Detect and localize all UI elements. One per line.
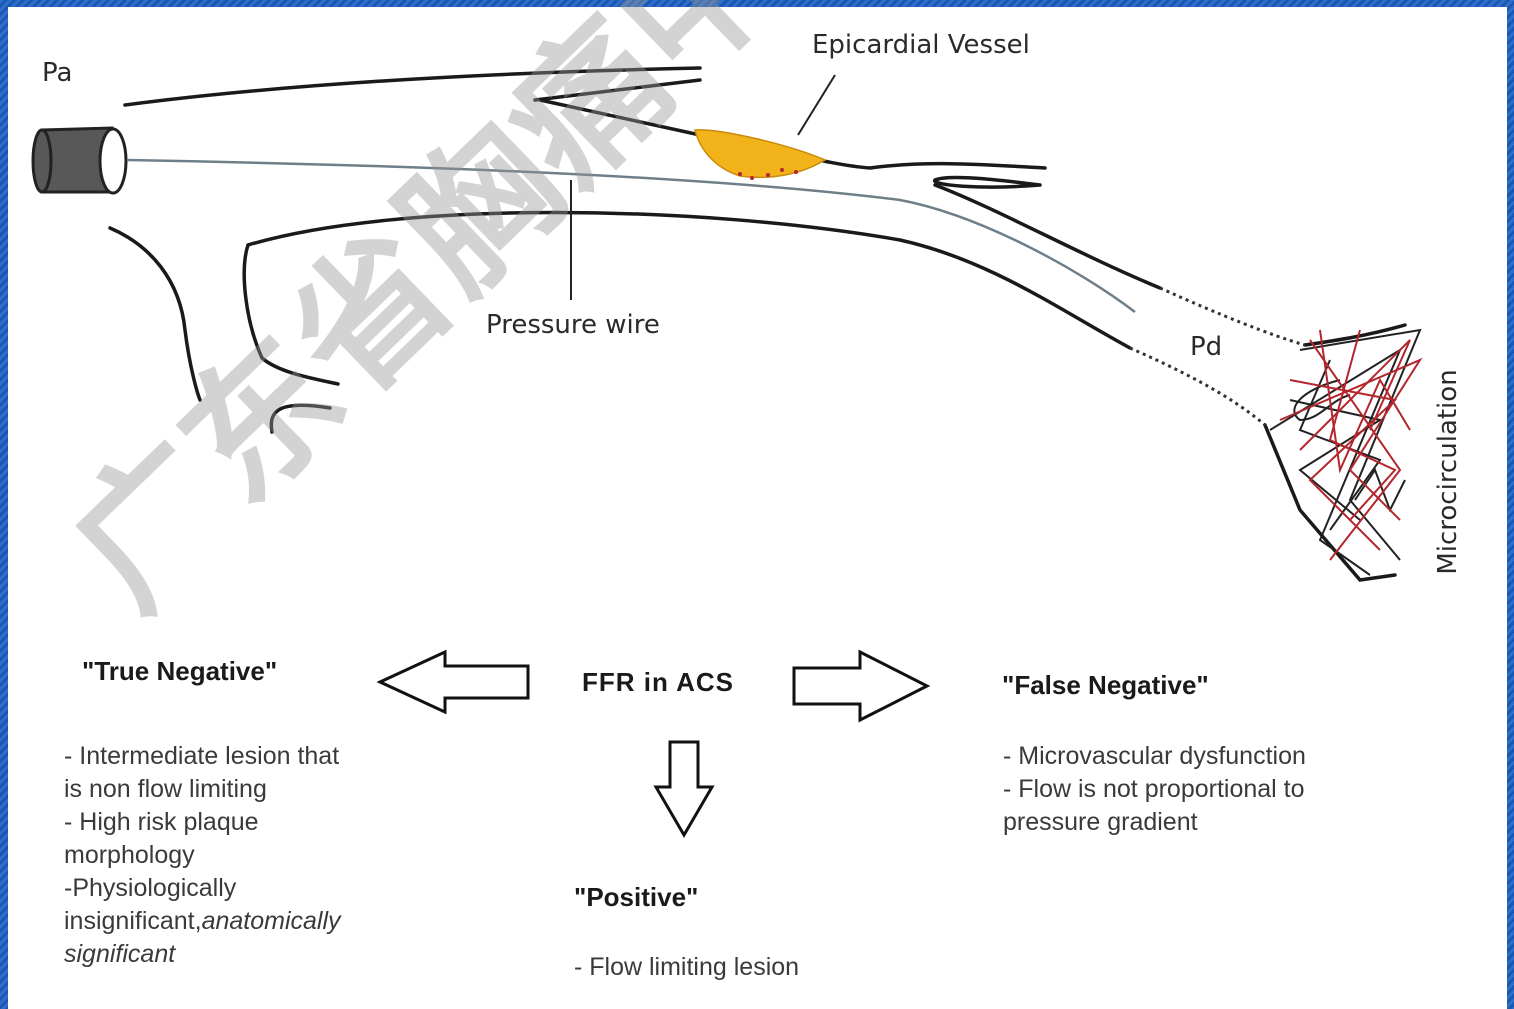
false-negative-description: - Microvascular dysfunction - Flow is no…: [1003, 740, 1306, 839]
fn-line-2: - Flow is not proportional to: [1003, 773, 1306, 806]
left-branch: [110, 228, 200, 400]
arrow-right-icon: [794, 652, 927, 720]
catheter-icon: [33, 128, 126, 193]
vessel-upper-wall: [125, 68, 700, 105]
false-negative-title: "False Negative": [1002, 670, 1209, 701]
tn-line-6: insignificant,anatomically: [64, 905, 341, 938]
true-negative-description: - Intermediate lesion that is non flow l…: [64, 740, 341, 971]
true-negative-title: "True Negative": [82, 656, 277, 687]
tn-line-7: significant: [64, 938, 341, 971]
branch-top-inner: [535, 80, 700, 100]
arrow-down-icon: [656, 742, 712, 835]
vessel-upper-right: [935, 185, 1160, 288]
tn-line-7-text: significant: [64, 940, 175, 968]
tn-line-4: morphology: [64, 839, 341, 872]
pos-line-1: - Flow limiting lesion: [574, 951, 799, 984]
side-branch-loop: [935, 177, 1040, 187]
tn-line-2: is non flow limiting: [64, 773, 341, 806]
inner-branch: [244, 245, 338, 384]
pressure-wire-label: Pressure wire: [486, 310, 660, 340]
tn-line-5: -Physiologically: [64, 872, 341, 905]
small-branch: [271, 405, 330, 432]
positive-description: - Flow limiting lesion: [574, 951, 799, 984]
pd-label: Pd: [1190, 332, 1222, 362]
tn-line-1: - Intermediate lesion that: [64, 740, 341, 773]
positive-title: "Positive": [574, 882, 698, 913]
fn-line-3: pressure gradient: [1003, 806, 1306, 839]
pa-label: Pa: [42, 58, 72, 88]
microcirculation-network: [1270, 330, 1420, 575]
tn-italic-fragment: anatomically: [202, 907, 341, 935]
microcirculation-label: Microcirculation: [1433, 369, 1463, 574]
arrow-left-icon: [380, 652, 528, 712]
fn-line-1: - Microvascular dysfunction: [1003, 740, 1306, 773]
ffr-in-acs-title: FFR in ACS: [582, 667, 734, 698]
leader-lines: [571, 75, 835, 300]
tn-line-6-text: insignificant,: [64, 907, 202, 935]
tn-line-3: - High risk plaque: [64, 806, 341, 839]
pa-text: Pa: [42, 58, 72, 88]
epicardial-vessel-label: Epicardial Vessel: [812, 30, 1030, 60]
plaque-lesion: [695, 130, 825, 180]
